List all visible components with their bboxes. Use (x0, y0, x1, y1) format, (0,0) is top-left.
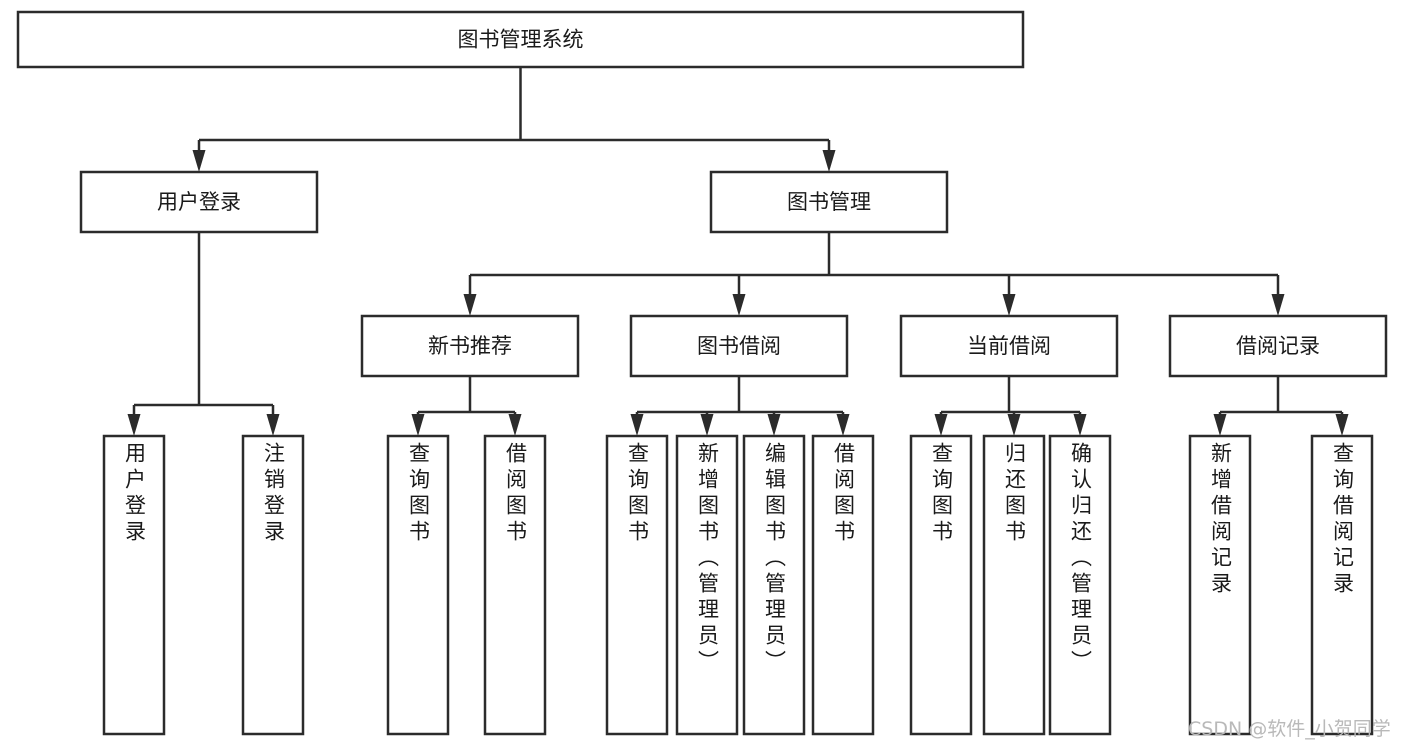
arrow-book-borrow-to-leaf-edit-book-head (767, 414, 781, 436)
node-leaf-add-record[interactable] (1188, 434, 1252, 736)
arrow-bookmanage-to-book-borrow-head (732, 294, 746, 316)
node-label-leaf-confirm-return-wrap: 确认归还（管理员） (1050, 442, 1110, 728)
node-leaf-query-record[interactable] (1310, 434, 1374, 736)
arrow-borrow-record-to-leaf-query-record-head (1335, 414, 1349, 436)
node-label-leaf-user-logout-wrap: 注销登录 (243, 442, 303, 728)
node-user-login[interactable] (79, 170, 319, 234)
connector-lines (127, 67, 1349, 436)
arrow-current-borrow-to-leaf-return-book-head (1007, 414, 1021, 436)
node-current-borrow[interactable] (899, 314, 1119, 378)
csdn-watermark: CSDN @软件_小贺同学 (1188, 718, 1391, 740)
node-label-leaf-add-record-wrap: 新增借阅记录 (1190, 442, 1250, 728)
node-leaf-confirm-return[interactable] (1048, 434, 1112, 736)
node-label-leaf-add-record: 新增借阅记录 (1208, 442, 1233, 598)
node-book-manage[interactable] (709, 170, 949, 234)
node-label-leaf-confirm-return: 确认归还（管理员） (1068, 442, 1093, 676)
node-label-leaf-return-book: 归还图书 (1002, 442, 1027, 546)
node-label-leaf-user-logout: 注销登录 (261, 442, 286, 546)
node-label-leaf-query-book-1-wrap: 查询图书 (388, 442, 448, 728)
node-label-leaf-return-book-wrap: 归还图书 (984, 442, 1044, 728)
node-label-leaf-edit-book: 编辑图书（管理员） (762, 442, 787, 676)
node-label-leaf-add-book-wrap: 新增图书（管理员） (677, 442, 737, 728)
arrow-new-book-rec-to-leaf-query-book-1-head (411, 414, 425, 436)
node-leaf-user-login[interactable] (102, 434, 166, 736)
arrow-book-borrow-to-leaf-query-book-2-head (630, 414, 644, 436)
arrow-current-borrow-to-leaf-confirm-return-head (1073, 414, 1087, 436)
arrow-new-book-rec-to-leaf-borrow-book-1-head (508, 414, 522, 436)
node-leaf-borrow-book-1[interactable] (483, 434, 547, 736)
node-leaf-add-book[interactable] (675, 434, 739, 736)
node-leaf-query-book-1[interactable] (386, 434, 450, 736)
node-leaf-user-logout[interactable] (241, 434, 305, 736)
node-leaf-edit-book[interactable] (742, 434, 806, 736)
node-boxes (16, 10, 1388, 736)
node-label-leaf-add-book: 新增图书（管理员） (695, 442, 720, 676)
node-label-leaf-query-book-2-wrap: 查询图书 (607, 442, 667, 728)
arrow-bookmanage-to-new-book-rec-head (463, 294, 477, 316)
node-label-leaf-query-record-wrap: 查询借阅记录 (1312, 442, 1372, 728)
node-label-book-borrow: 图书借阅 (697, 334, 781, 358)
node-label-leaf-query-book-3: 查询图书 (929, 442, 954, 546)
node-label-leaf-user-login-wrap: 用户登录 (104, 442, 164, 728)
node-book-borrow[interactable] (629, 314, 849, 378)
node-label-leaf-query-book-2: 查询图书 (625, 442, 650, 546)
node-label-current-borrow: 当前借阅 (967, 334, 1051, 358)
node-label-leaf-query-record: 查询借阅记录 (1330, 442, 1355, 598)
node-label-book-manage: 图书管理 (787, 190, 871, 214)
arrow-book-borrow-to-leaf-borrow-book-2-head (836, 414, 850, 436)
node-leaf-query-book-2[interactable] (605, 434, 669, 736)
arrow-root-to-user-login-head (192, 150, 206, 172)
arrow-bookmanage-to-borrow-record-head (1271, 294, 1285, 316)
arrow-bookmanage-to-current-borrow-head (1002, 294, 1016, 316)
node-root[interactable] (16, 10, 1025, 69)
node-leaf-query-book-3[interactable] (909, 434, 973, 736)
arrow-user-login-to-leaf-user-logout-head (266, 414, 280, 436)
arrow-borrow-record-to-leaf-add-record-head (1213, 414, 1227, 436)
arrow-book-borrow-to-leaf-add-book-head (700, 414, 714, 436)
node-label-leaf-borrow-book-2-wrap: 借阅图书 (813, 442, 873, 728)
node-label-leaf-borrow-book-1-wrap: 借阅图书 (485, 442, 545, 728)
node-leaf-borrow-book-2[interactable] (811, 434, 875, 736)
node-label-new-book-rec: 新书推荐 (428, 334, 512, 358)
node-label-root: 图书管理系统 (458, 28, 584, 52)
node-label-leaf-user-login: 用户登录 (122, 442, 147, 546)
node-borrow-record[interactable] (1168, 314, 1388, 378)
node-leaf-return-book[interactable] (982, 434, 1046, 736)
arrow-user-login-to-leaf-user-login-head (127, 414, 141, 436)
node-label-leaf-query-book-1: 查询图书 (406, 442, 431, 546)
node-label-leaf-borrow-book-1: 借阅图书 (503, 442, 528, 546)
node-label-leaf-borrow-book-2: 借阅图书 (831, 442, 856, 546)
node-new-book-rec[interactable] (360, 314, 580, 378)
arrow-root-to-book-manage-head (822, 150, 836, 172)
node-label-user-login: 用户登录 (157, 190, 241, 214)
node-label-borrow-record: 借阅记录 (1236, 334, 1320, 358)
node-label-leaf-edit-book-wrap: 编辑图书（管理员） (744, 442, 804, 728)
node-label-leaf-query-book-3-wrap: 查询图书 (911, 442, 971, 728)
arrow-current-borrow-to-leaf-query-book-3-head (934, 414, 948, 436)
